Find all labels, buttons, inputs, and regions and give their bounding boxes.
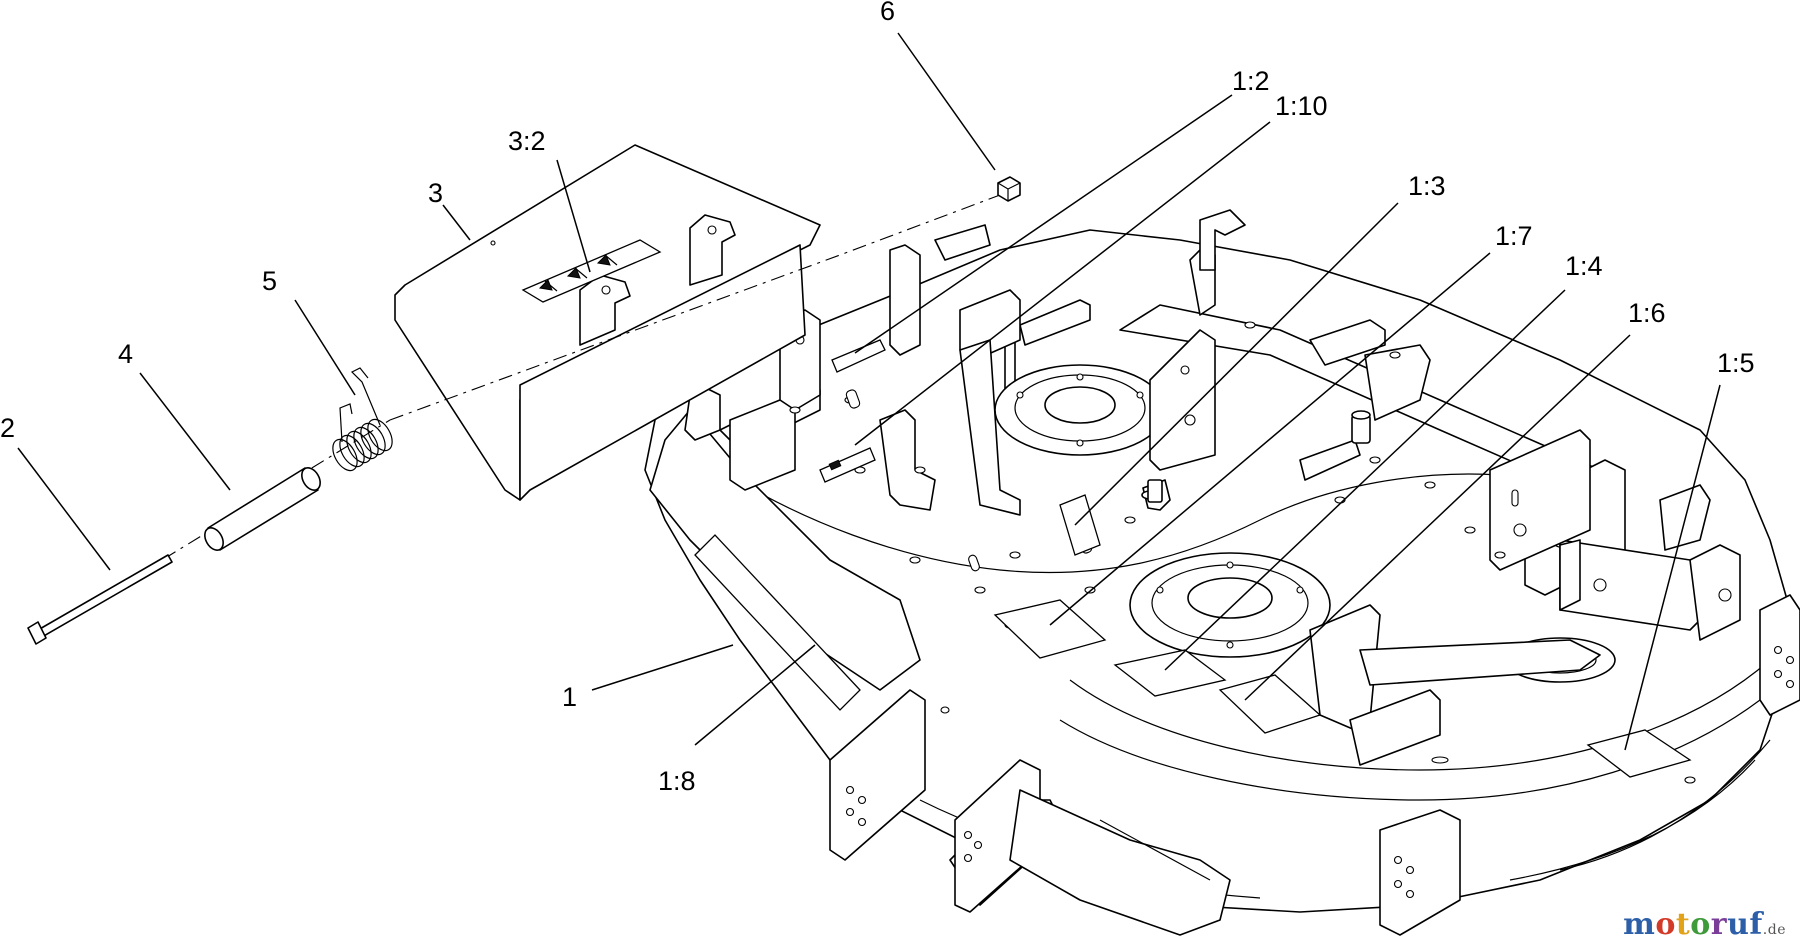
callout-1-4: 1:4 xyxy=(1565,251,1603,281)
callout-1-8: 1:8 xyxy=(658,766,696,796)
callout-6: 6 xyxy=(880,0,895,26)
decal-1-3 xyxy=(1059,494,1101,556)
anti-scalp-tab xyxy=(879,289,1021,516)
decal-1-4 xyxy=(1113,649,1227,697)
rear-right-anchor-plate xyxy=(1309,429,1601,766)
callout-1-6: 1:6 xyxy=(1628,298,1666,328)
lock-nut xyxy=(997,176,1021,202)
callout-labels: 6 1:2 1:10 3:2 3 5 4 2 1:3 1:7 1:4 1:6 1… xyxy=(0,0,1755,796)
front-skirt-middle xyxy=(949,759,1231,936)
callout-1-3: 1:3 xyxy=(1408,171,1446,201)
decal-1-7 xyxy=(993,599,1107,659)
decal-1-10 xyxy=(819,447,876,483)
callout-2: 2 xyxy=(0,413,15,443)
callout-1-2: 1:2 xyxy=(1232,66,1270,96)
leader-lines xyxy=(17,32,1721,751)
callout-4: 4 xyxy=(118,339,133,369)
hinge-rod xyxy=(27,554,173,645)
callout-1-10: 1:10 xyxy=(1275,91,1328,121)
torsion-spring xyxy=(332,367,393,472)
spindle-housing-left xyxy=(994,364,1166,456)
callout-3: 3 xyxy=(428,178,443,208)
front-skirt-right xyxy=(1379,809,1461,936)
discharge-deflector xyxy=(394,144,821,501)
watermark-logo: motoruf.de xyxy=(1623,907,1786,942)
callout-1: 1 xyxy=(562,682,577,712)
watermark-tld: .de xyxy=(1762,922,1786,938)
callout-1-7: 1:7 xyxy=(1495,221,1533,251)
assembly-axis-line-2 xyxy=(389,194,1001,421)
callout-5: 5 xyxy=(262,266,277,296)
callout-1-5: 1:5 xyxy=(1717,348,1755,378)
decal-1-8 xyxy=(694,534,861,711)
decal-1-5 xyxy=(1586,729,1692,778)
decal-3-2 xyxy=(521,239,662,303)
callout-3-2: 3:2 xyxy=(508,126,546,156)
rear-frame-channel xyxy=(1119,209,1621,501)
spindle-housing-center xyxy=(1129,552,1331,658)
side-discharge-bracket xyxy=(1759,594,1800,716)
front-skirt-left xyxy=(649,409,926,861)
deck-studs xyxy=(1141,410,1371,511)
spacer-tube xyxy=(204,467,321,551)
decal-1-6 xyxy=(1218,674,1322,734)
